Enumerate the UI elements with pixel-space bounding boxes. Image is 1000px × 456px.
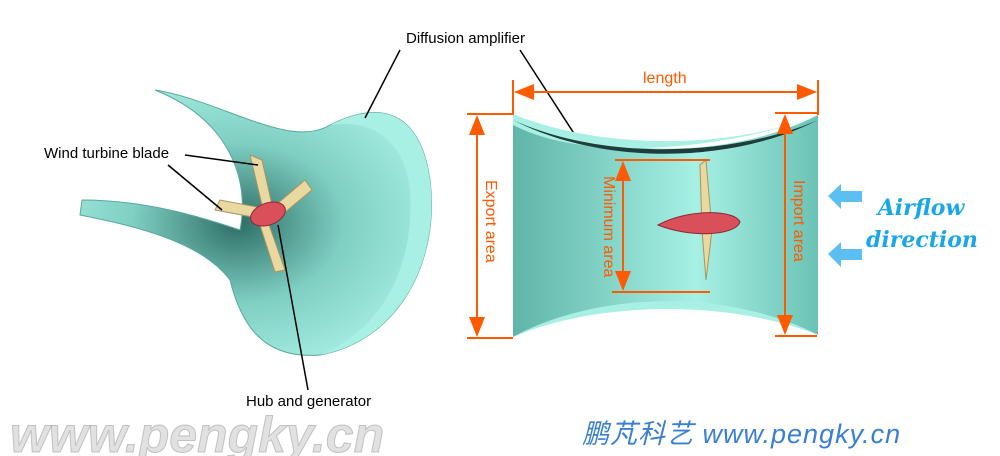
- airflow-arrow-icon: [828, 242, 862, 267]
- airflow-arrow-icon: [828, 184, 862, 209]
- hub-side: [656, 212, 741, 235]
- leader-blade-2: [167, 164, 223, 211]
- leader-blade-1: [184, 154, 259, 166]
- footer-credit: 鹏芃科艺 www.pengky.cn: [582, 419, 902, 449]
- label-export-area: Export area: [482, 180, 499, 263]
- leader-diffusion-left: [364, 49, 401, 119]
- label-hub-and-generator: Hub and generator: [246, 393, 372, 410]
- airflow-direction-label: Airflow direction: [866, 192, 978, 256]
- label-diffusion-amplifier: Diffusion amplifier: [406, 30, 525, 47]
- turbine-blades: [214, 154, 313, 273]
- label-minimum-area: Minimum area: [600, 176, 617, 278]
- hub-generator: [250, 201, 286, 227]
- label-length: length: [643, 70, 687, 87]
- label-import-area: Import area: [790, 180, 807, 262]
- label-wind-turbine-blade: Wind turbine blade: [44, 145, 170, 162]
- watermark: www.pengky.cn: [9, 407, 385, 456]
- diffuser-3d-view: [79, 89, 432, 356]
- dimension-lines: [467, 80, 819, 339]
- airflow-line2: direction: [866, 227, 978, 253]
- diffuser-section-view: [513, 114, 818, 337]
- leader-hub: [277, 224, 309, 391]
- airflow-line1: Airflow: [877, 195, 965, 221]
